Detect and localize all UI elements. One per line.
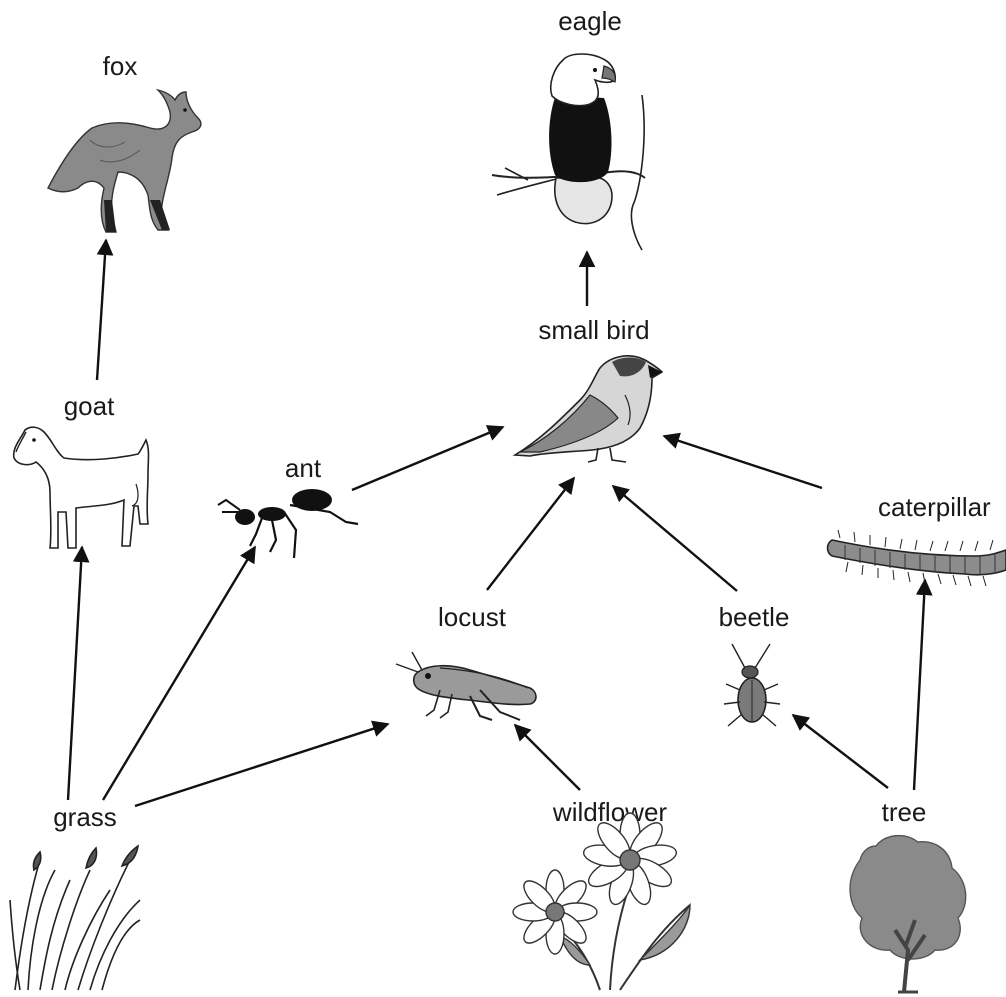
feeding-arrows	[68, 240, 925, 806]
tree-illustration	[850, 836, 966, 992]
arrow-goat-to-fox	[97, 240, 106, 380]
arrow-grass-to-goat	[68, 547, 82, 800]
label-caterpillar: caterpillar	[878, 492, 991, 522]
small-bird-illustration	[515, 356, 662, 462]
arrow-tree-to-beetle	[793, 715, 888, 788]
label-locust: locust	[438, 602, 507, 632]
goat-illustration	[14, 427, 149, 548]
arrow-grass-to-ant	[103, 547, 255, 800]
grass-illustration	[10, 846, 140, 990]
label-grass: grass	[53, 802, 117, 832]
caterpillar-illustration	[828, 530, 1006, 586]
arrow-wildflower-to-locust	[515, 725, 580, 790]
daisy-upper	[582, 813, 678, 908]
arrow-caterpillar-to-small-bird	[664, 436, 822, 488]
label-ant: ant	[285, 453, 322, 483]
label-goat: goat	[64, 391, 115, 421]
wildflower-illustration	[513, 813, 690, 990]
arrow-locust-to-small-bird	[487, 478, 574, 590]
eagle-illustration	[492, 54, 645, 250]
label-beetle: beetle	[719, 602, 790, 632]
daisy-lower	[513, 870, 597, 954]
label-tree: tree	[882, 797, 927, 827]
label-wildflower: wildflower	[552, 797, 667, 827]
label-eagle: eagle	[558, 6, 622, 36]
label-small-bird: small bird	[538, 315, 649, 345]
ant-illustration	[218, 489, 358, 558]
label-fox: fox	[103, 51, 138, 81]
arrow-ant-to-small-bird	[352, 427, 503, 490]
arrow-grass-to-locust	[135, 724, 388, 806]
arrow-beetle-to-small-bird	[613, 486, 737, 591]
locust-illustration	[396, 652, 536, 720]
beetle-illustration	[724, 644, 780, 726]
fox-illustration	[48, 90, 201, 232]
arrow-tree-to-caterpillar	[914, 580, 925, 790]
